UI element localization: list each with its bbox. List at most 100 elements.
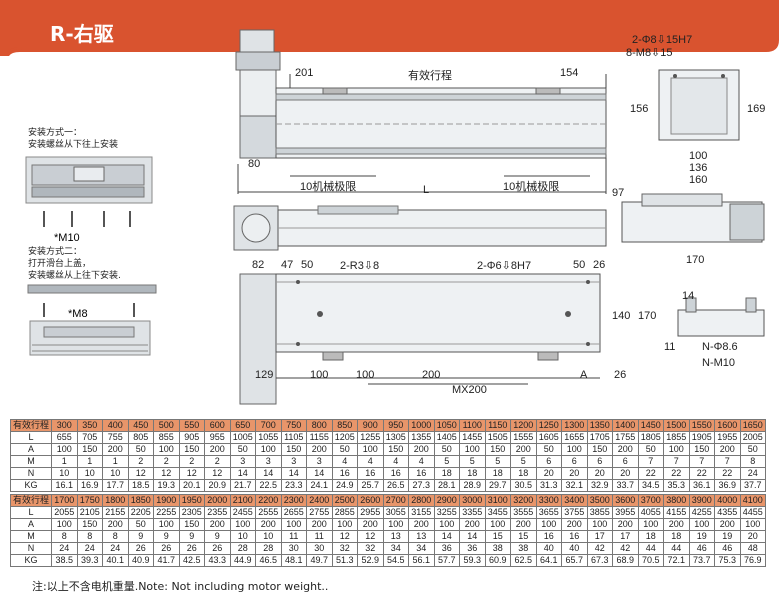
table-cell: 11 <box>306 530 333 543</box>
table-cell: 17 <box>612 530 639 543</box>
table-cell: 1 <box>51 455 78 468</box>
table-cell: 20.1 <box>178 479 205 492</box>
dim-156: 156 <box>630 103 649 115</box>
table-cell: 22 <box>714 467 741 480</box>
table-cell: 2155 <box>102 506 129 519</box>
table-cell: 41.7 <box>153 554 180 567</box>
table-cell: 755 <box>102 431 129 444</box>
table-cell: 2700 <box>382 494 409 507</box>
table-cell: 200 <box>408 443 435 456</box>
row-label: 有效行程 <box>10 419 52 432</box>
table-cell: 2500 <box>331 494 358 507</box>
table-cell: 100 <box>229 518 256 531</box>
table-cell: 650 <box>229 419 256 432</box>
table-cell: 1950 <box>178 494 205 507</box>
dim-A: A <box>580 369 588 381</box>
table-cell: 43.3 <box>204 554 231 567</box>
table-cell: 14 <box>433 530 460 543</box>
table-cell: 1100 <box>459 419 486 432</box>
table-cell: 1700 <box>51 494 78 507</box>
table-cell: 4 <box>357 455 384 468</box>
mount2-title: 安装方式二： <box>28 247 83 257</box>
table-cell: 44.9 <box>229 554 256 567</box>
mount1-desc: 安装螺丝从下往上安装 <box>28 140 119 150</box>
table-cell: 600 <box>204 419 231 432</box>
table-cell: 36 <box>459 542 486 555</box>
dim-82: 82 <box>252 259 265 271</box>
table-cell: 3855 <box>586 506 613 519</box>
table-cell: 3600 <box>612 494 639 507</box>
table-cell: 22 <box>637 467 664 480</box>
table-cell: 20.9 <box>204 479 231 492</box>
table-cell: 62.5 <box>510 554 537 567</box>
dim-169: 169 <box>747 103 766 115</box>
table-cell: 12 <box>127 467 154 480</box>
table-cell: 70.5 <box>637 554 664 567</box>
tap-top: 8-M8⇩15 <box>626 47 673 59</box>
page-title: R-右驱 <box>50 22 114 46</box>
table-cell: 28 <box>229 542 256 555</box>
table-cell: 1750 <box>76 494 103 507</box>
table-cell: 200 <box>255 518 282 531</box>
table-cell: 550 <box>178 419 205 432</box>
table-cell: 100 <box>586 518 613 531</box>
table-cell: 7 <box>688 455 715 468</box>
dim-26b: 26 <box>614 369 627 381</box>
table-cell: 3000 <box>459 494 486 507</box>
row-label: KG <box>10 554 52 567</box>
table-cell: 2755 <box>306 506 333 519</box>
table-cell: 76.9 <box>739 554 766 567</box>
table-cell: 2655 <box>280 506 307 519</box>
table-cell: 25.7 <box>357 479 384 492</box>
table-cell: 200 <box>204 443 231 456</box>
table-cell: 200 <box>714 518 741 531</box>
table-cell: 150 <box>178 518 205 531</box>
table-cell: 42 <box>612 542 639 555</box>
table-cell: 3355 <box>459 506 486 519</box>
table-cell: 35.3 <box>663 479 690 492</box>
table-cell: 200 <box>408 518 435 531</box>
table-cell: 800 <box>306 419 333 432</box>
table-cell: 6 <box>535 455 562 468</box>
table-cell: 3255 <box>433 506 460 519</box>
mount-method-2: 安装方式二： 打开滑台上盖， 安装螺丝从上往下安装. <box>28 246 121 282</box>
table-cell: 150 <box>76 518 103 531</box>
limit-right: 10机械极限 <box>503 181 560 193</box>
table-cell: 10 <box>51 467 78 480</box>
table-cell: 150 <box>76 443 103 456</box>
table-cell: 150 <box>280 443 307 456</box>
table-cell: 16 <box>535 530 562 543</box>
table-cell: 22.5 <box>255 479 282 492</box>
table-cell: 1500 <box>663 419 690 432</box>
table-cell: 2355 <box>204 506 231 519</box>
table-cell: 12 <box>178 467 205 480</box>
table-cell: 2005 <box>739 431 766 444</box>
row-label: N <box>10 467 52 480</box>
table-cell: 50 <box>331 443 358 456</box>
table-cell: 4455 <box>739 506 766 519</box>
table-cell: 57.7 <box>433 554 460 567</box>
table-cell: 200 <box>510 443 537 456</box>
end-view-drawing <box>658 69 740 141</box>
side-view-drawing <box>233 205 607 251</box>
table-cell: 16 <box>408 467 435 480</box>
table-cell: 36.1 <box>688 479 715 492</box>
table-cell: 1105 <box>280 431 307 444</box>
table-cell: 18 <box>510 467 537 480</box>
table-cell: 68.9 <box>612 554 639 567</box>
table-cell: 18 <box>433 467 460 480</box>
table-cell: 1255 <box>357 431 384 444</box>
table-cell: 950 <box>382 419 409 432</box>
table-cell: 22 <box>688 467 715 480</box>
top-view-drawing <box>239 273 601 405</box>
dim-100c: 100 <box>356 369 375 381</box>
table-cell: 30 <box>280 542 307 555</box>
table-cell: 1055 <box>255 431 282 444</box>
table-cell: 1655 <box>561 431 588 444</box>
table-cell: 3055 <box>382 506 409 519</box>
table-cell: 19 <box>714 530 741 543</box>
